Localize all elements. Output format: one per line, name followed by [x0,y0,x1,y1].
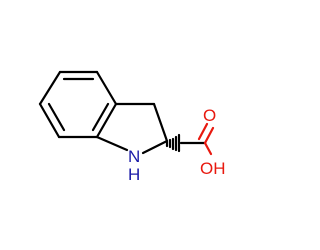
carboxylic-acid-group [179,122,215,156]
nitrogen-label: N [128,147,140,166]
bond-carboxyl-oxygen-single [203,141,213,156]
bond-c7a-c3a [95,102,118,139]
molecule-canvas: O OH N H [38,70,226,184]
oxygen-label: O [203,106,216,125]
bond-carboxyl-oxygen-double-b [197,122,209,141]
pyrroline-ring [95,102,169,155]
nitrogen-h-label: H [128,165,140,184]
bond-carboxyl-oxygen-double-a [203,126,215,145]
bond-c5-c6 [38,70,62,106]
bond-c3-c2 [152,102,169,143]
bond-c6-c7 [38,102,61,139]
bond-c3a-c4 [95,70,118,106]
stereo-hash-bond [165,133,181,153]
benzene-ring [38,70,118,139]
bond-n1-c7a [95,135,129,152]
hydroxyl-label: OH [200,159,226,178]
bond-c2-n1 [141,139,169,155]
double-bond-c7a-c3a-inner [91,102,110,132]
molecule-structure: O OH N H [38,70,226,184]
double-bond-c6-c7-inner [47,102,66,132]
